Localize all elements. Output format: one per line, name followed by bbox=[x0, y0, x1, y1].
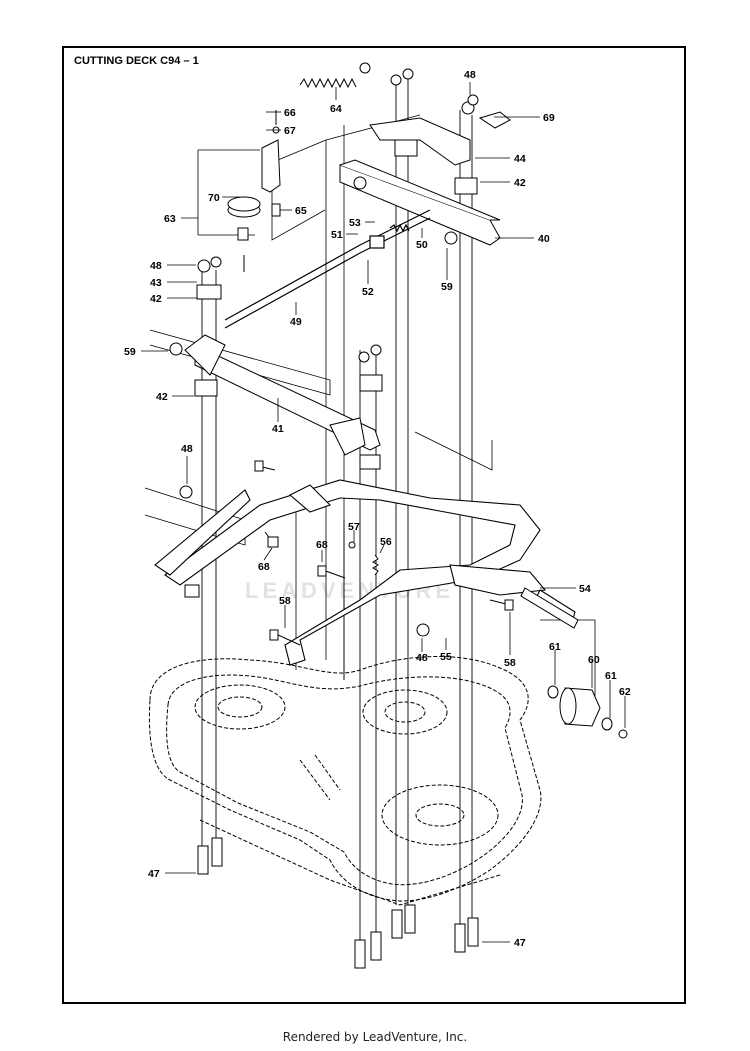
part-label-42: 42 bbox=[150, 293, 162, 305]
part-label-57: 57 bbox=[348, 521, 360, 533]
part-label-48: 48 bbox=[416, 652, 428, 664]
hardware bbox=[169, 68, 514, 646]
part-label-51: 51 bbox=[331, 229, 343, 241]
part-label-59: 59 bbox=[124, 346, 136, 358]
part-label-58: 58 bbox=[504, 657, 516, 669]
part-label-60: 60 bbox=[588, 654, 600, 666]
part-label-50: 50 bbox=[416, 239, 428, 251]
diagram-title: CUTTING DECK C94 – 1 bbox=[74, 55, 199, 67]
part-label-42: 42 bbox=[156, 391, 168, 403]
part-label-59: 59 bbox=[441, 281, 453, 293]
part-label-58: 58 bbox=[279, 595, 291, 607]
part-label-41: 41 bbox=[272, 423, 284, 435]
part-label-49: 49 bbox=[290, 316, 302, 328]
part-label-55: 55 bbox=[440, 651, 452, 663]
part-label-69: 69 bbox=[543, 112, 555, 124]
part-label-40: 40 bbox=[538, 233, 550, 245]
part-label-56: 56 bbox=[380, 536, 392, 548]
part-label-70: 70 bbox=[208, 192, 220, 204]
part-label-67: 67 bbox=[284, 125, 296, 137]
diagram-frame bbox=[62, 46, 686, 1004]
part-label-47: 47 bbox=[514, 937, 526, 949]
part-label-65: 65 bbox=[295, 205, 307, 217]
roller-assembly bbox=[520, 587, 628, 739]
part-label-68: 68 bbox=[316, 539, 328, 551]
mower-deck bbox=[148, 655, 542, 906]
part-number-labels: 64 48 69 66 67 44 42 70 65 63 53 51 50 4… bbox=[124, 69, 631, 949]
part-callouts bbox=[141, 82, 626, 943]
part-label-61: 61 bbox=[605, 670, 617, 682]
pivot-bar-41 bbox=[184, 334, 383, 470]
part-label-66: 66 bbox=[284, 107, 296, 119]
part-label-54: 54 bbox=[579, 583, 591, 595]
pulley-assembly bbox=[227, 110, 281, 272]
footer-credit: Rendered by LeadVenture, Inc. bbox=[282, 1030, 468, 1044]
part-label-44: 44 bbox=[514, 153, 526, 165]
adjustment-rod bbox=[224, 209, 431, 329]
part-label-64: 64 bbox=[330, 103, 342, 115]
part-label-47: 47 bbox=[148, 868, 160, 880]
part-label-48: 48 bbox=[181, 443, 193, 455]
part-label-43: 43 bbox=[150, 277, 162, 289]
part-label-62: 62 bbox=[619, 686, 631, 698]
part-label-63: 63 bbox=[164, 213, 176, 225]
part-label-53: 53 bbox=[349, 217, 361, 229]
spring-64 bbox=[299, 62, 371, 89]
part-label-42: 42 bbox=[514, 177, 526, 189]
part-label-52: 52 bbox=[362, 286, 374, 298]
part-label-48: 48 bbox=[464, 69, 476, 81]
pivot-bar-40 bbox=[339, 111, 511, 246]
part-label-68: 68 bbox=[258, 561, 270, 573]
part-label-48: 48 bbox=[150, 260, 162, 272]
bolts-47 bbox=[197, 837, 479, 969]
lift-frame bbox=[154, 479, 576, 666]
part-label-61: 61 bbox=[549, 641, 561, 653]
